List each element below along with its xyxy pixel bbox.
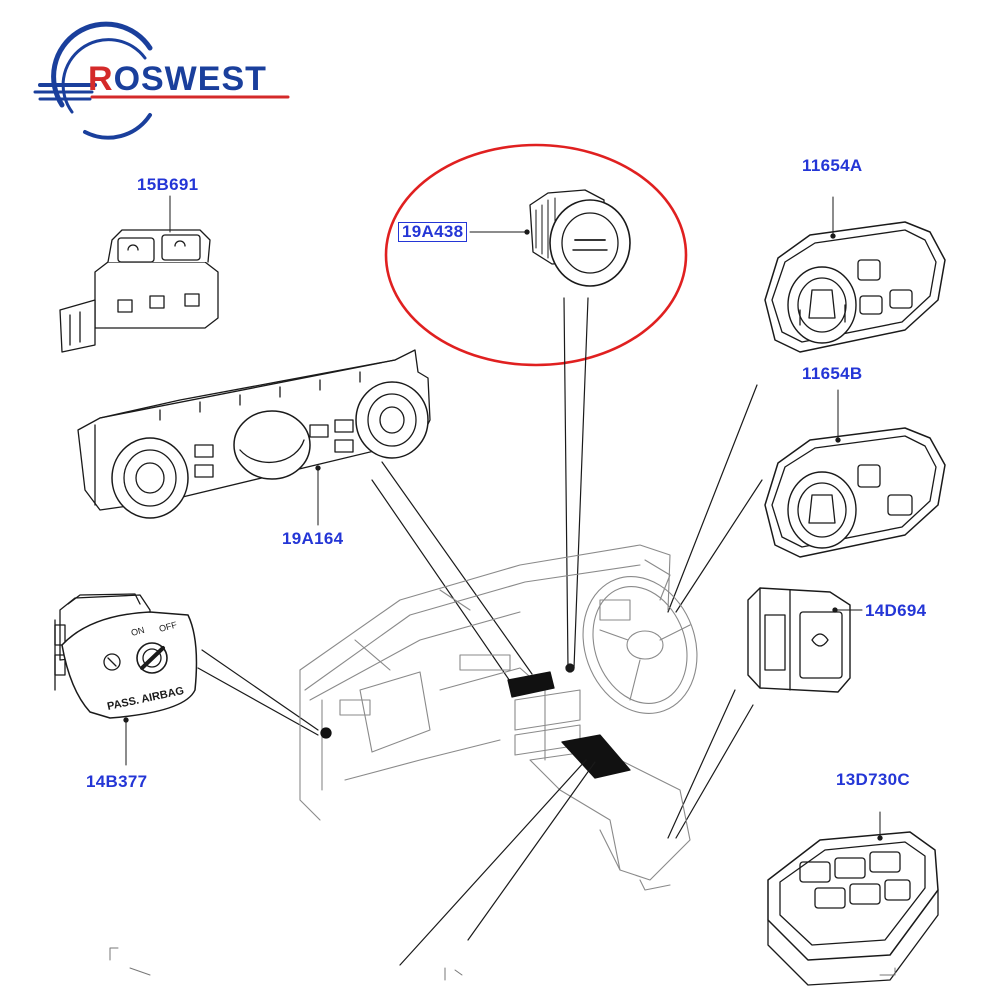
climate-panel-part xyxy=(77,349,431,526)
light-switch-b-part xyxy=(764,389,946,558)
highlight-ellipse xyxy=(384,143,688,367)
airbag-off-label: OFF xyxy=(158,619,178,633)
light-switch-a-part xyxy=(764,196,946,353)
airbag-on-label: ON xyxy=(130,625,146,638)
seat-heater-switch-part xyxy=(747,587,863,693)
console-location-mark xyxy=(561,734,631,779)
switch-15b691-part xyxy=(59,195,219,353)
part-label-14d694: 14D694 xyxy=(865,601,927,620)
airbag-switch-part xyxy=(54,593,198,766)
part-label-13d730c: 13D730C xyxy=(836,770,910,789)
logo-emblem xyxy=(33,21,153,140)
logo-wordmark: ROSWEST xyxy=(88,60,267,99)
logo-letter-r: R xyxy=(88,60,114,98)
part-label-15b691: 15B691 xyxy=(137,175,199,194)
part-label-19a164: 19A164 xyxy=(282,529,344,548)
climate-location-mark xyxy=(507,671,555,698)
part-label-14b377: 14B377 xyxy=(86,772,148,791)
window-switch-pack-part xyxy=(767,811,939,986)
airbag-location-mark xyxy=(320,727,332,739)
start-button-part xyxy=(469,189,631,287)
part-label-11654b: 11654B xyxy=(802,364,863,383)
part-label-11654a: 11654A xyxy=(802,156,863,175)
logo-letters-rest: OSWEST xyxy=(113,60,267,98)
part-label-19a438: 19A438 xyxy=(398,222,468,242)
dashboard-interior xyxy=(299,544,698,891)
